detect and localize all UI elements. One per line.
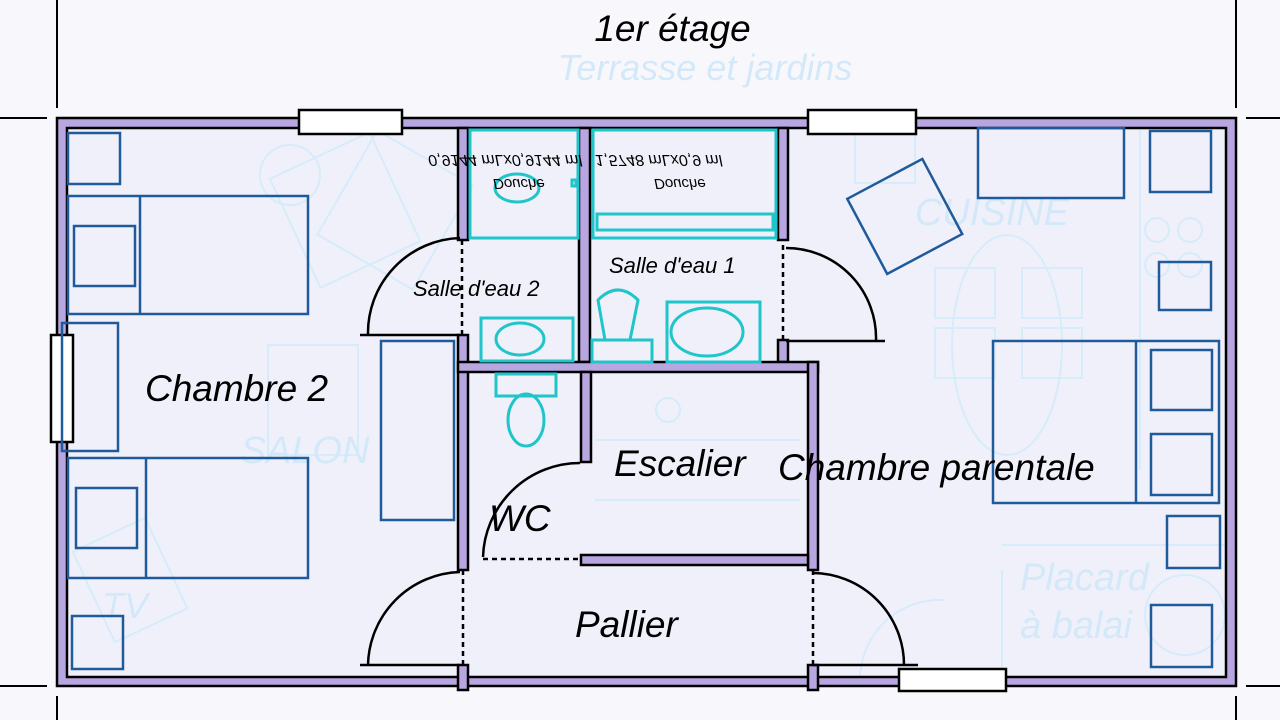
shower-1-size: 1,5748 mLx0,9 ml xyxy=(595,151,723,168)
ghost-label-placard-1: Placard xyxy=(1020,557,1151,599)
shower-2-label: Douche xyxy=(493,175,545,192)
room-label-salle-eau-2: Salle d'eau 2 xyxy=(413,276,540,301)
room-label-salle-eau-1: Salle d'eau 1 xyxy=(609,253,736,278)
windows xyxy=(49,108,1008,693)
ghost-label-tv: TV xyxy=(102,585,151,626)
ghost-label-terrasse: Terrasse et jardins xyxy=(558,47,853,88)
room-label-wc: WC xyxy=(489,498,551,539)
room-label-pallier: Pallier xyxy=(575,604,678,645)
room-label-chambre-2: Chambre 2 xyxy=(145,368,329,409)
ghost-label-salon: SALON xyxy=(241,430,370,472)
room-label-escalier: Escalier xyxy=(614,443,746,484)
ghost-layout xyxy=(71,127,1226,681)
room-label-chambre-parentale: Chambre parentale xyxy=(778,447,1095,488)
page-title: 1er étage xyxy=(594,8,751,49)
shower-1-label: Douche xyxy=(654,175,706,192)
doors xyxy=(360,236,918,667)
shower-2-size: 0,9144 mLx0,9144 ml xyxy=(428,151,582,168)
interior-walls xyxy=(456,126,820,692)
furniture xyxy=(60,126,1222,671)
ghost-label-placard-2: à balai xyxy=(1020,605,1134,647)
sanitary-fixtures xyxy=(468,128,778,448)
